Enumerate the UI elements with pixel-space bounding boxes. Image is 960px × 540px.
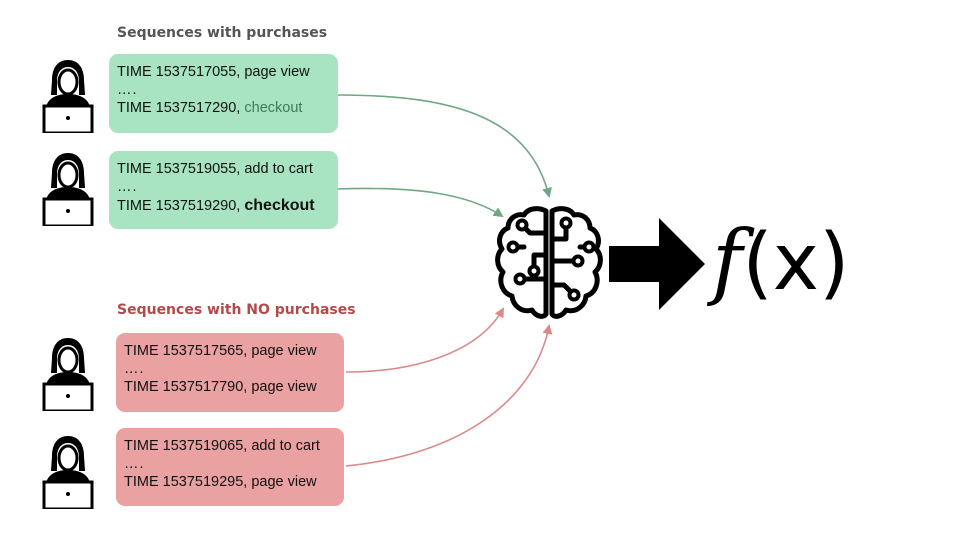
user-at-laptop-icon: [42, 338, 94, 411]
sequence-ellipsis: ….: [117, 179, 138, 195]
checkout-label: checkout: [244, 100, 303, 116]
function-argument: (x): [742, 218, 850, 308]
sequence-box-nopurchase-2: TIME 1537519065, add to cart …. TIME 153…: [116, 428, 344, 506]
sequence-ellipsis: ….: [117, 82, 138, 98]
arrow-nopurchase-2: [345, 324, 553, 467]
arrow-purchase-1: [337, 94, 552, 198]
user-at-laptop-icon: [42, 60, 94, 133]
sequence-last-time: TIME 1537517290,: [117, 100, 245, 116]
sequence-first-event: TIME 1537517565, page view: [124, 343, 317, 359]
sequence-first-event: TIME 1537519065, add to cart: [124, 438, 320, 454]
function-label: f(x): [712, 212, 849, 313]
sequence-last-event: TIME 1537519290, checkout: [117, 196, 330, 216]
sequence-first-event: TIME 1537519055, add to cart: [117, 161, 313, 177]
function-symbol: f: [712, 214, 743, 309]
sequence-first-event: TIME 1537517055, page view: [117, 64, 310, 80]
arrow-nopurchase-1: [345, 307, 504, 373]
sequence-last-event: TIME 1537519295, page view: [124, 474, 317, 490]
right-arrow-icon: [609, 218, 705, 310]
heading-sequences-with-purchases: Sequences with purchases: [117, 25, 328, 41]
heading-sequences-without-purchases: Sequences with NO purchases: [117, 302, 356, 318]
user-at-laptop-icon: [42, 436, 94, 509]
sequence-box-purchase-2: TIME 1537519055, add to cart …. TIME 153…: [109, 151, 338, 229]
user-at-laptop-icon: [42, 153, 94, 226]
ai-brain-icon: [495, 206, 603, 319]
sequence-last-time: TIME 1537519290,: [117, 198, 245, 214]
sequence-ellipsis: ….: [124, 456, 145, 472]
sequence-last-event: TIME 1537517790, page view: [124, 379, 317, 395]
sequence-last-event: TIME 1537517290, checkout: [117, 99, 330, 118]
arrow-purchase-2: [337, 187, 504, 218]
sequence-box-nopurchase-1: TIME 1537517565, page view …. TIME 15375…: [116, 333, 344, 412]
sequence-box-purchase-1: TIME 1537517055, page view …. TIME 15375…: [109, 54, 338, 133]
checkout-label: checkout: [244, 197, 315, 214]
sequence-ellipsis: ….: [124, 361, 145, 377]
